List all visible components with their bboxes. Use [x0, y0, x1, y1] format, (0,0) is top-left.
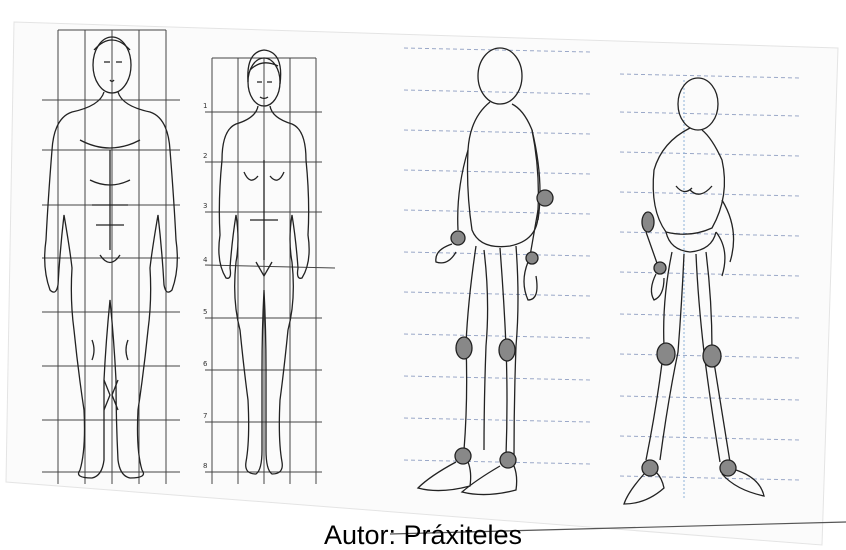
svg-text:7: 7 — [203, 412, 207, 420]
svg-text:6: 6 — [203, 360, 208, 368]
svg-text:2: 2 — [203, 152, 207, 160]
svg-text:5: 5 — [203, 308, 207, 316]
svg-text:8: 8 — [203, 462, 207, 470]
svg-text:3: 3 — [203, 202, 207, 210]
svg-text:4: 4 — [203, 256, 208, 264]
image-caption: Autor: Práxiteles — [0, 522, 846, 549]
svg-text:1: 1 — [203, 102, 207, 110]
